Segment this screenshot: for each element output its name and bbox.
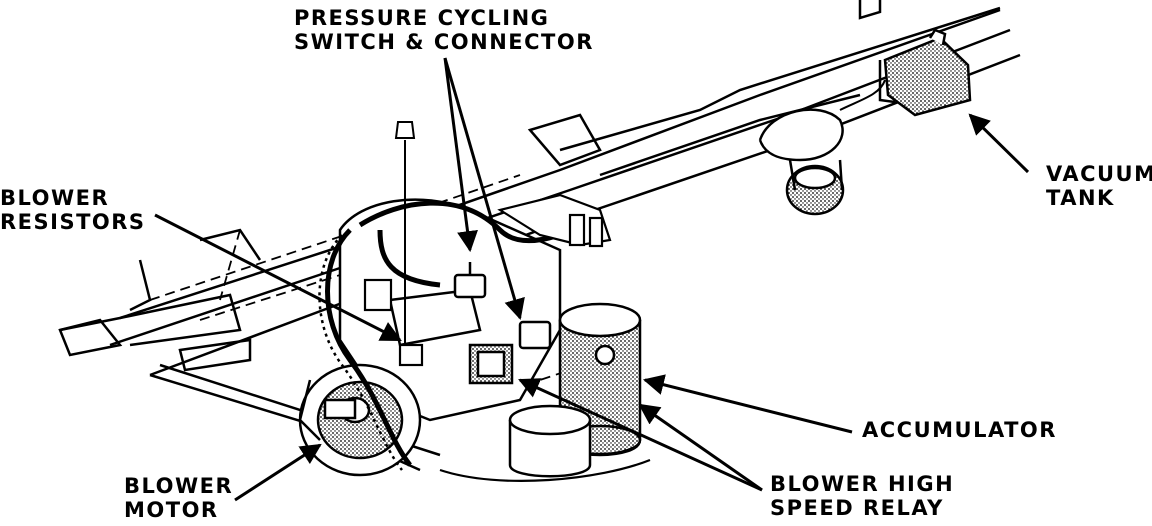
blower-resistors-label: BLOWER RESISTORS [0, 186, 146, 234]
vacuum-actuator [758, 79, 886, 216]
lower-canister [508, 404, 592, 478]
blower-motor [298, 363, 422, 477]
vacuum-tank-part [878, 28, 972, 117]
blower-relay-label: BLOWER HIGH SPEED RELAY [770, 472, 955, 520]
blower-relay-part [468, 343, 514, 385]
accumulator-label: ACCUMULATOR [862, 418, 1057, 442]
vent-rod [394, 121, 416, 350]
blower-motor-label: BLOWER MOTOR [124, 474, 234, 522]
leader-lines [154, 57, 1030, 502]
blower-resistors-part [363, 278, 424, 367]
firewall-connectors [497, 193, 612, 248]
pressure-cycling-switch [453, 262, 552, 350]
pressure-switch-label: PRESSURE CYCLING SWITCH & CONNECTOR [294, 6, 594, 54]
vacuum-tank-label: VACUUM TANK [1046, 162, 1152, 210]
